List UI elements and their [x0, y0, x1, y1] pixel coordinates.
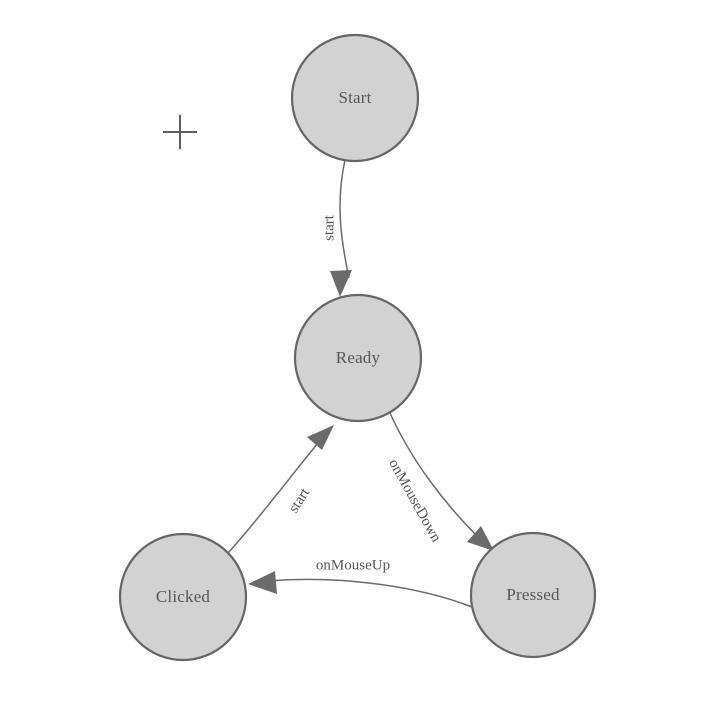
node-clicked[interactable]: Clicked — [118, 532, 248, 662]
edge-line-pressed-to-clicked[interactable] — [267, 578, 473, 608]
edge-line-ready-to-pressed[interactable] — [389, 412, 480, 539]
edge-label-start-to-ready: start — [321, 214, 337, 241]
node-clicked-circle[interactable] — [118, 532, 248, 662]
node-start-circle[interactable] — [290, 33, 420, 163]
crosshair-marker — [163, 115, 197, 149]
arrowhead-ready-to-pressed — [467, 526, 494, 551]
node-ready-circle[interactable] — [293, 293, 423, 423]
arrowhead-pressed-to-clicked — [248, 571, 277, 594]
node-pressed[interactable]: Pressed — [469, 531, 597, 659]
node-start[interactable]: Start — [290, 33, 420, 163]
edge-label-ready-to-pressed: onMouseDown — [385, 456, 444, 545]
edge-pressed-to-clicked[interactable]: onMouseUp — [248, 557, 473, 608]
node-ready-label: Ready — [336, 348, 381, 367]
edge-label-pressed-to-clicked: onMouseUp — [316, 557, 390, 573]
node-start-label: Start — [338, 88, 371, 107]
edge-ready-to-pressed[interactable]: onMouseDown — [385, 412, 494, 551]
edge-line-start-to-ready[interactable] — [339, 159, 350, 279]
edge-line-clicked-to-ready[interactable] — [227, 442, 319, 554]
arrowhead-clicked-to-ready — [307, 425, 334, 450]
edge-start-to-ready[interactable]: start — [321, 159, 352, 297]
edge-label-clicked-to-ready: start — [286, 485, 314, 516]
node-clicked-label: Clicked — [156, 587, 211, 606]
node-pressed-label: Pressed — [506, 585, 560, 604]
edge-clicked-to-ready[interactable]: start — [227, 425, 334, 554]
node-pressed-circle[interactable] — [469, 531, 597, 659]
arrowhead-start-to-ready — [330, 270, 352, 297]
node-ready[interactable]: Ready — [293, 293, 423, 423]
